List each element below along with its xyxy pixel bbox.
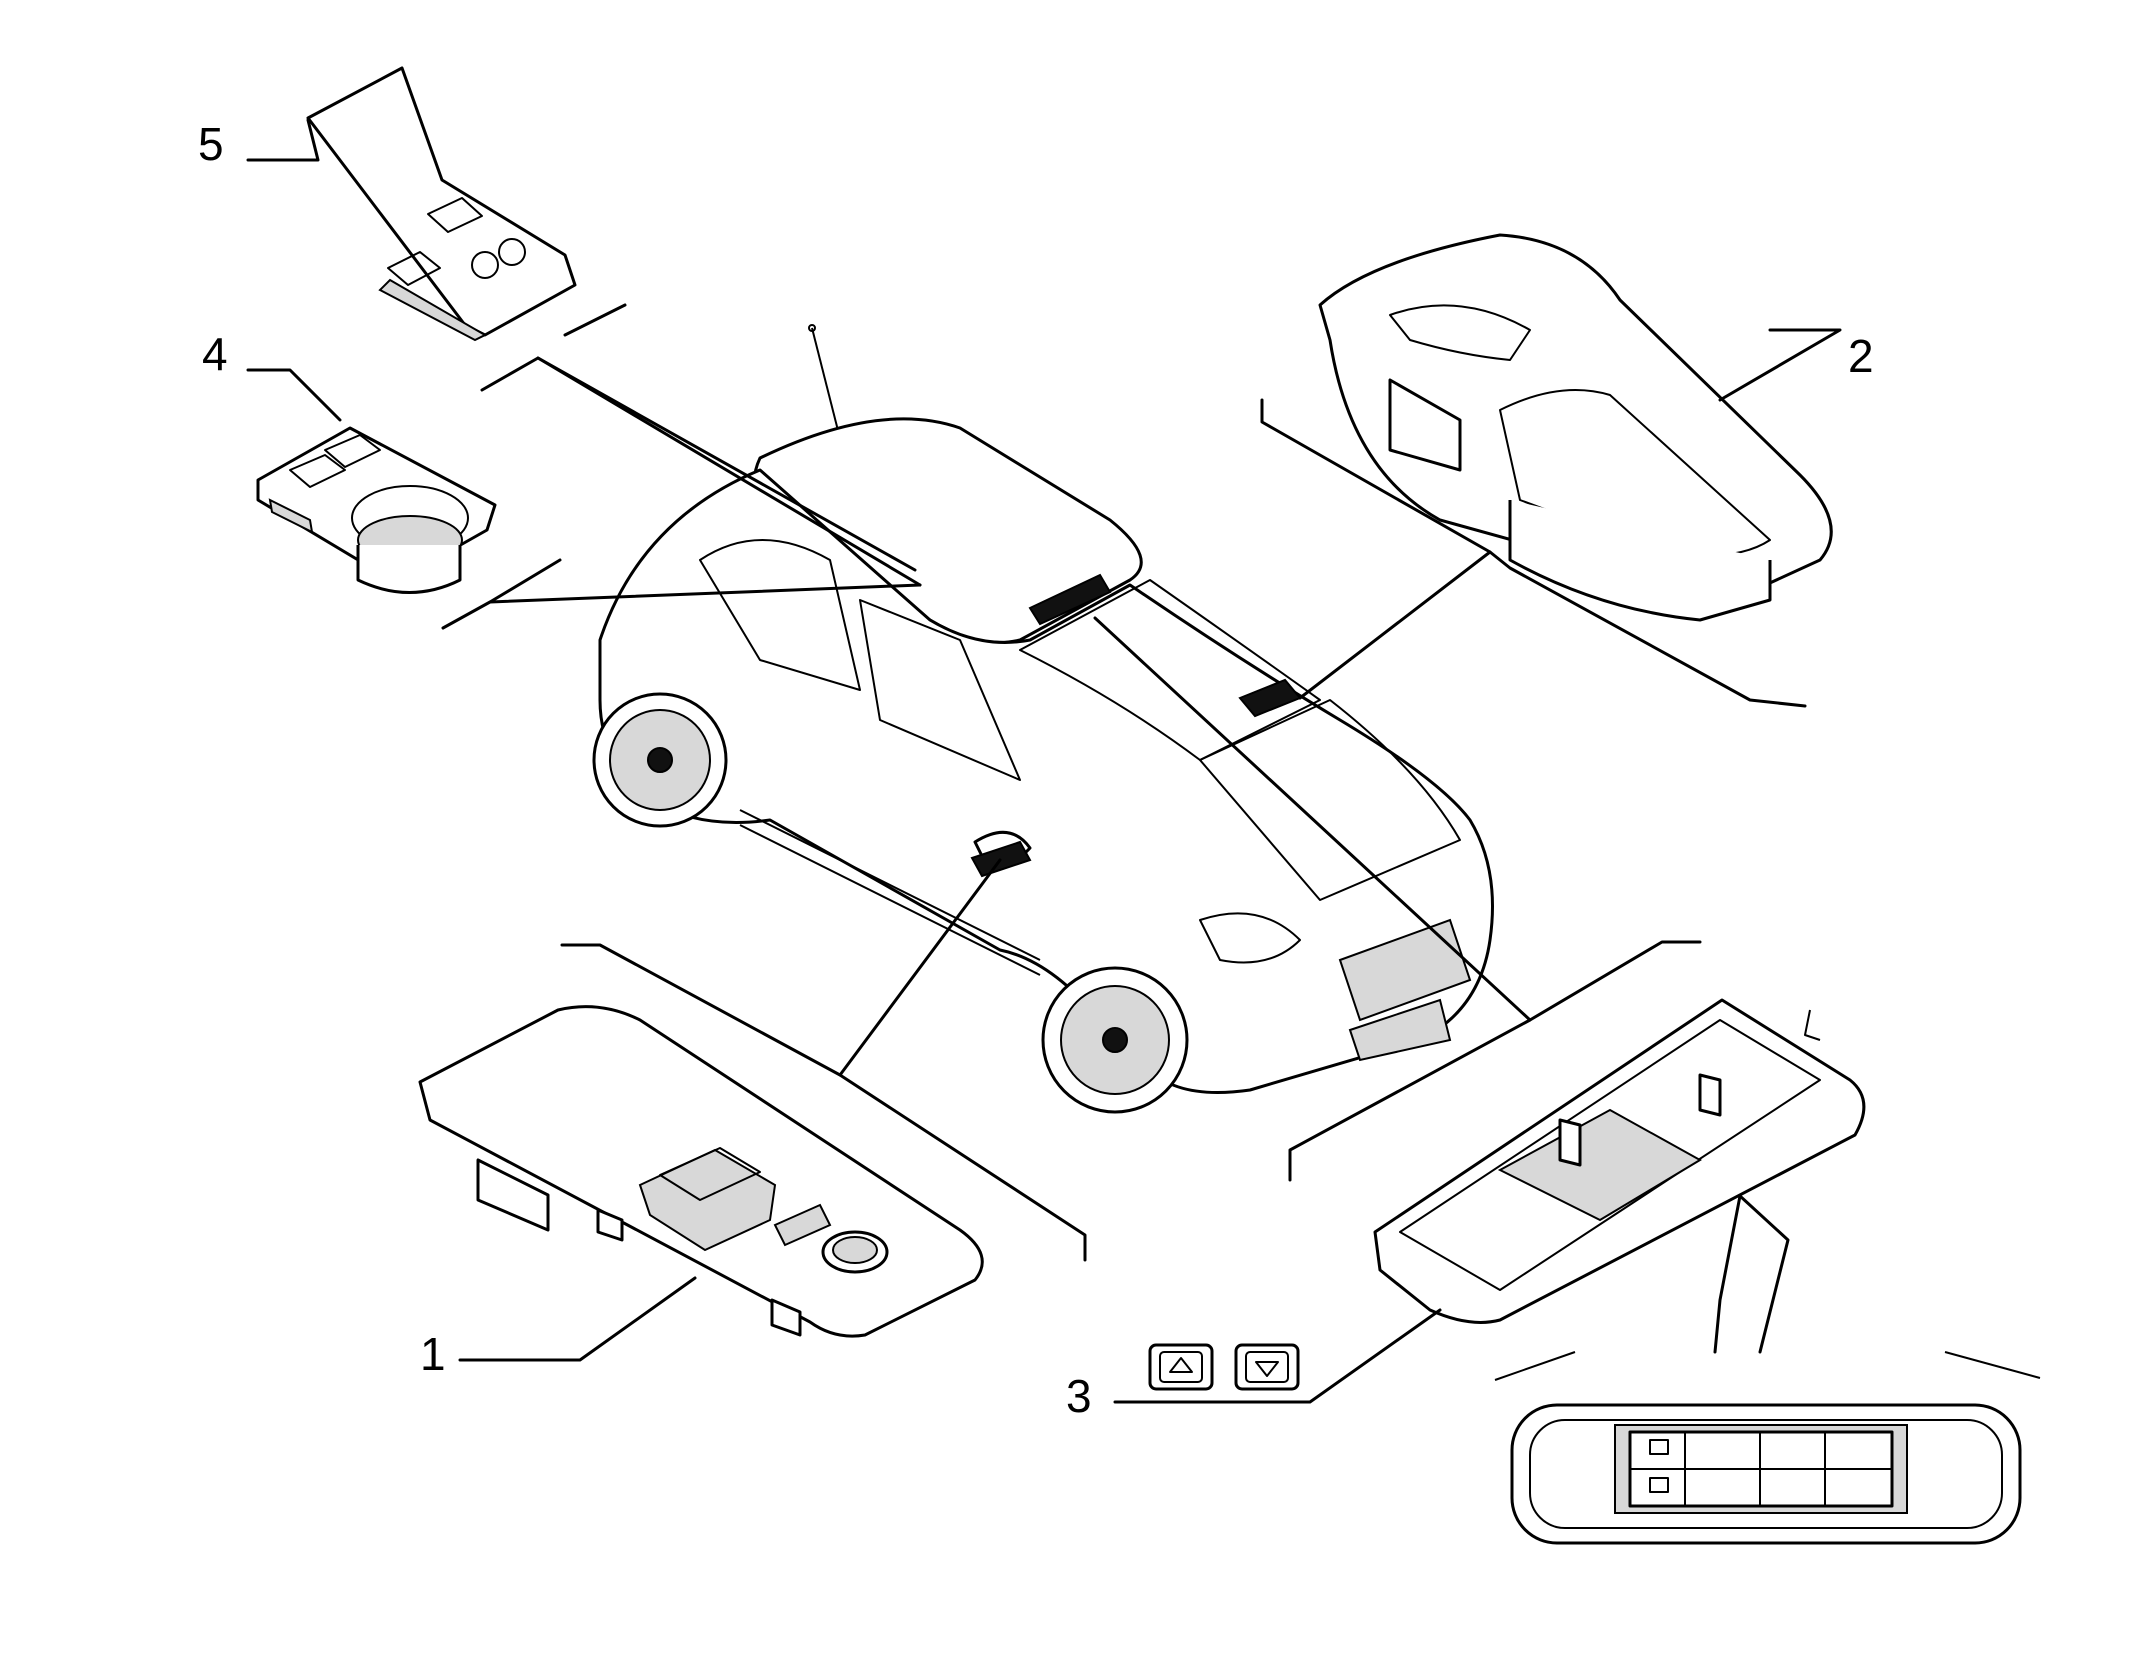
callout-3: 3 xyxy=(1066,1370,1092,1422)
part-2-passenger-window-switch xyxy=(1318,233,1833,622)
callout-1: 1 xyxy=(420,1328,446,1380)
callout-2: 2 xyxy=(1848,330,1874,382)
part-3-roof-console-window-switch xyxy=(1373,998,1866,1324)
car-illustration xyxy=(592,324,1494,1114)
roof-console-location xyxy=(1028,573,1112,626)
part-3-detail-inset xyxy=(1494,1351,2041,1545)
window-up-switch-icon xyxy=(1148,1343,1214,1391)
part-5-seat-heater-switch-panel xyxy=(306,66,577,342)
callout-5: 5 xyxy=(198,118,224,170)
callout-4: 4 xyxy=(202,328,228,380)
leader-lines xyxy=(246,118,1842,1404)
window-down-switch-icon xyxy=(1234,1343,1300,1391)
part-1-driver-window-switch-panel xyxy=(418,1005,984,1338)
part-4-seat-heater-switch-cupholder xyxy=(256,426,497,594)
